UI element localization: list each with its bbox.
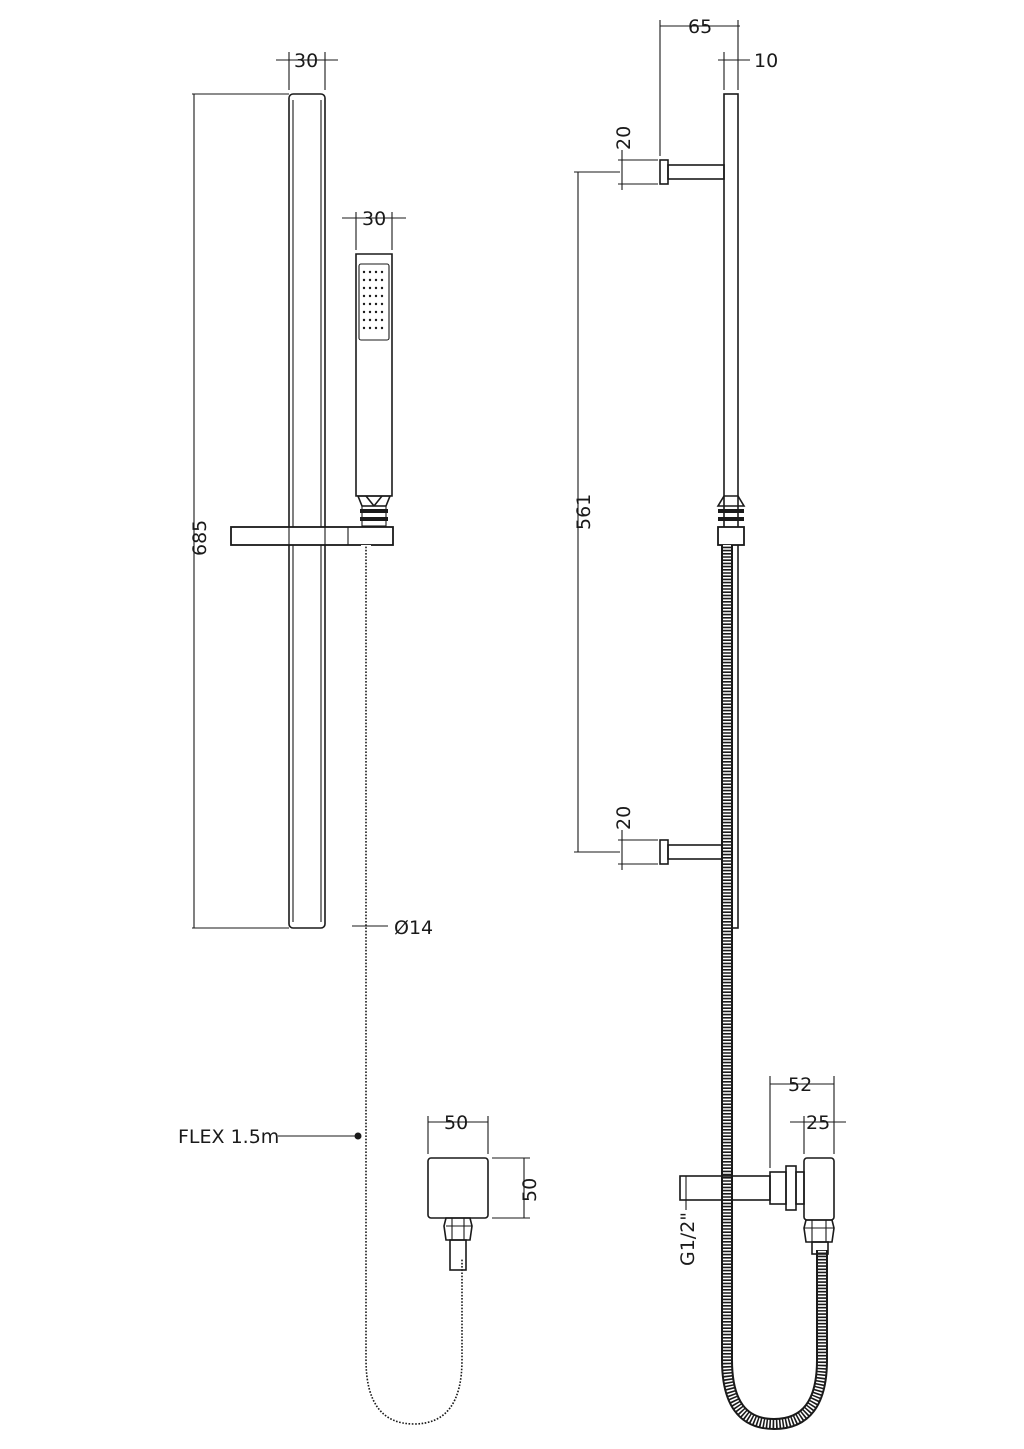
handset (355, 253, 393, 527)
dim-bracket-bottom-label: 20 (613, 806, 635, 830)
dim-bracket-spacing-label: 561 (573, 494, 595, 530)
spray-nozzles-icon (362, 270, 384, 330)
dim-outlet-projection: 52 (769, 1074, 835, 1168)
dim-projection-label: 65 (688, 16, 712, 38)
dim-rail-height: 685 (189, 93, 289, 929)
dim-outlet-width: 50 (427, 1112, 489, 1154)
dim-rail-depth-label: 10 (754, 50, 778, 72)
dim-rail-width: 30 (276, 50, 338, 90)
dim-outlet-height-label: 50 (519, 1178, 541, 1202)
side-flex-hose (721, 545, 828, 1431)
wall-outlet (427, 1157, 489, 1271)
dim-thread-label: G1/2" (677, 1212, 699, 1266)
dim-projection: 65 (659, 16, 740, 156)
dim-hose-diameter: Ø14 (352, 917, 433, 939)
dim-bracket-top-label: 20 (613, 126, 635, 150)
dim-bracket-bottom: 20 (613, 806, 658, 870)
slider-holder (230, 526, 394, 546)
dim-rail-depth: 10 (718, 50, 778, 90)
side-handset-holder (716, 495, 746, 546)
dim-outlet-height: 50 (492, 1157, 541, 1219)
flex-label: FLEX 1.5m (178, 1126, 279, 1148)
dim-handset-width: 30 (342, 208, 406, 250)
flex-hose (361, 545, 467, 1430)
dim-bracket-spacing: 561 (573, 171, 620, 853)
dim-bracket-top: 20 (613, 126, 658, 190)
dim-handset-width-label: 30 (362, 208, 386, 230)
dim-outlet-depth: 25 (790, 1112, 846, 1154)
side-view: 65 10 20 20 561 (573, 16, 846, 1431)
flex-callout: FLEX 1.5m (178, 1126, 362, 1148)
slide-rail (288, 93, 326, 929)
dim-thread: G1/2" (677, 1175, 770, 1266)
dim-rail-height-label: 685 (189, 520, 211, 556)
front-view: 30 685 (178, 50, 541, 1430)
dim-rail-width-label: 30 (294, 50, 318, 72)
dim-hose-diameter-label: Ø14 (394, 917, 433, 939)
dim-outlet-width-label: 50 (444, 1112, 468, 1134)
dim-outlet-projection-label: 52 (788, 1074, 812, 1096)
side-wall-outlet (679, 1157, 835, 1255)
top-bracket (659, 159, 725, 185)
dim-outlet-depth-label: 25 (806, 1112, 830, 1134)
bottom-bracket (659, 839, 725, 865)
